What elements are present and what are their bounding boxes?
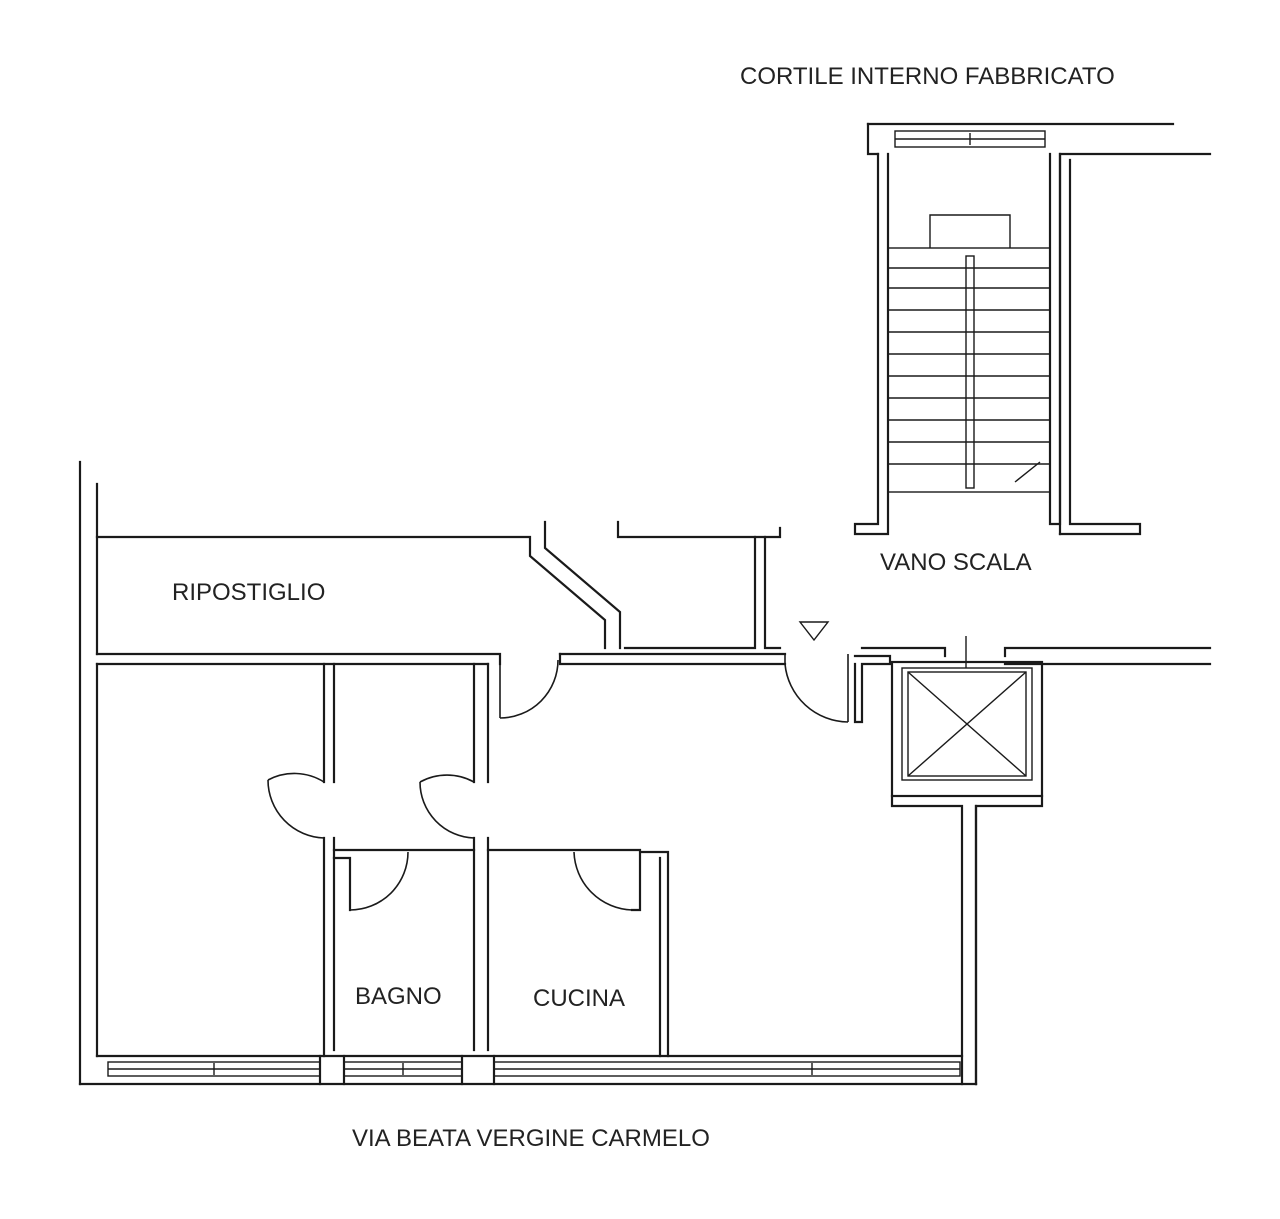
interior-walls [267,659,670,1058]
storage-walls [78,460,787,1086]
street-label: VIA BEATA VERGINE CARMELO [352,1125,710,1152]
storage-label: RIPOSTIGLIO [172,579,325,606]
kitchen-label: CUCINA [533,985,625,1012]
courtyard-label: CORTILE INTERNO FABBRICATO [740,63,1115,90]
bathroom-label: BAGNO [355,983,442,1010]
entrance-arrow-icon [798,621,830,642]
staircase [887,214,1051,493]
stairwell-walls [853,122,1212,536]
entrance-door [784,654,892,724]
street-facade [78,804,978,1086]
stairwell-label: VANO SCALA [880,549,1032,576]
elevator [860,636,1212,1086]
